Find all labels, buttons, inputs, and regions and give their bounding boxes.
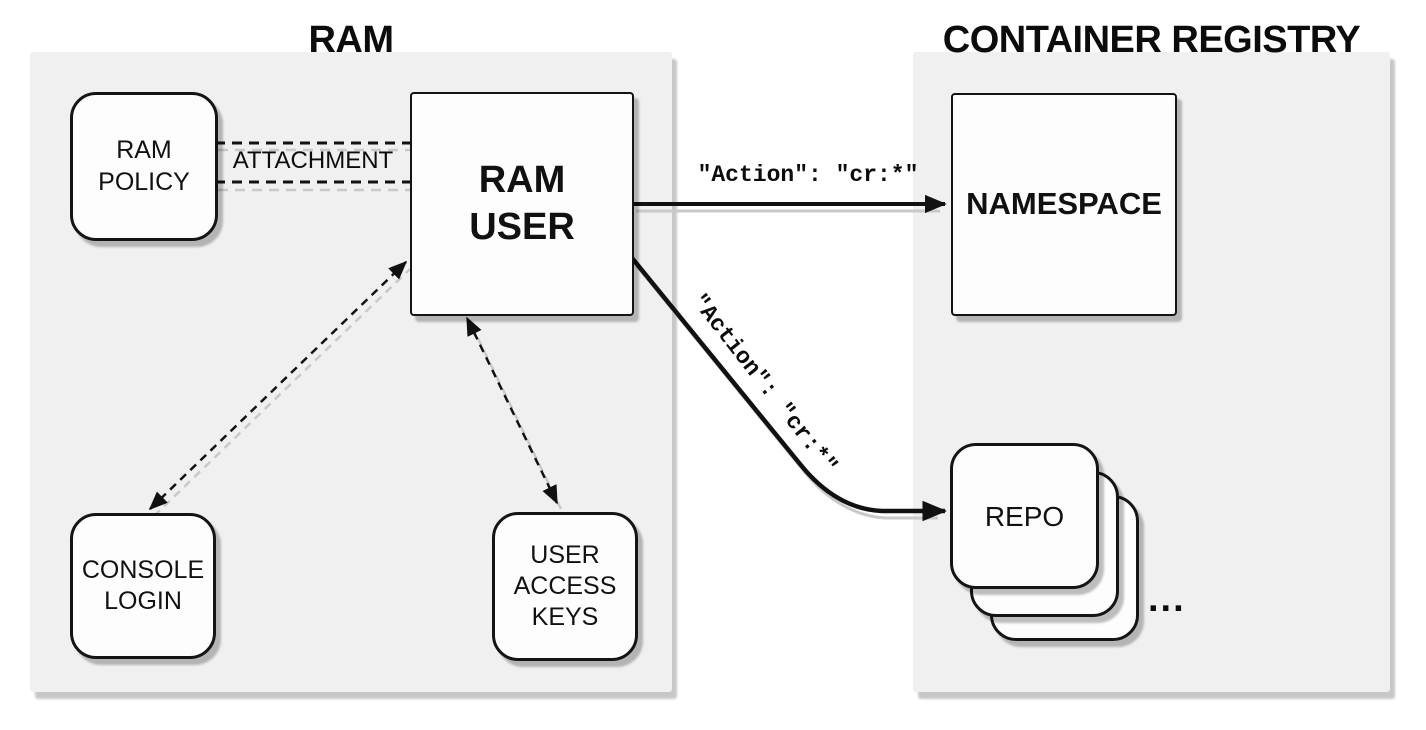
ram-policy-node: RAM POLICY [70, 92, 218, 241]
namespace-action-connector [632, 194, 947, 214]
ram-policy-label: RAM POLICY [98, 136, 190, 196]
namespace-action-label: "Action": "cr:*" [697, 162, 919, 188]
more-repos-ellipsis: ... [1148, 578, 1186, 620]
namespace-label: NAMESPACE [966, 186, 1162, 222]
ram-user-node: RAM USER [410, 92, 634, 316]
repo-action-connector [630, 256, 948, 522]
console-login-label: CONSOLE LOGIN [81, 555, 205, 615]
console-login-node: CONSOLE LOGIN [70, 513, 216, 659]
repo-label: REPO [984, 500, 1065, 532]
attachment-label: ATTACHMENT [232, 147, 394, 174]
user-access-keys-node: USER ACCESS KEYS [492, 512, 638, 661]
container-registry-panel-title: CONTAINER REGISTRY [942, 19, 1361, 61]
namespace-node: NAMESPACE [951, 93, 1177, 316]
ram-user-label: RAM USER [469, 158, 575, 249]
user-access-keys-label: USER ACCESS KEYS [513, 540, 617, 632]
repo-node: REPO [950, 443, 1099, 589]
repo-action-label: "Action": "cr:*" [685, 288, 843, 480]
ram-panel-title: RAM [308, 19, 394, 61]
